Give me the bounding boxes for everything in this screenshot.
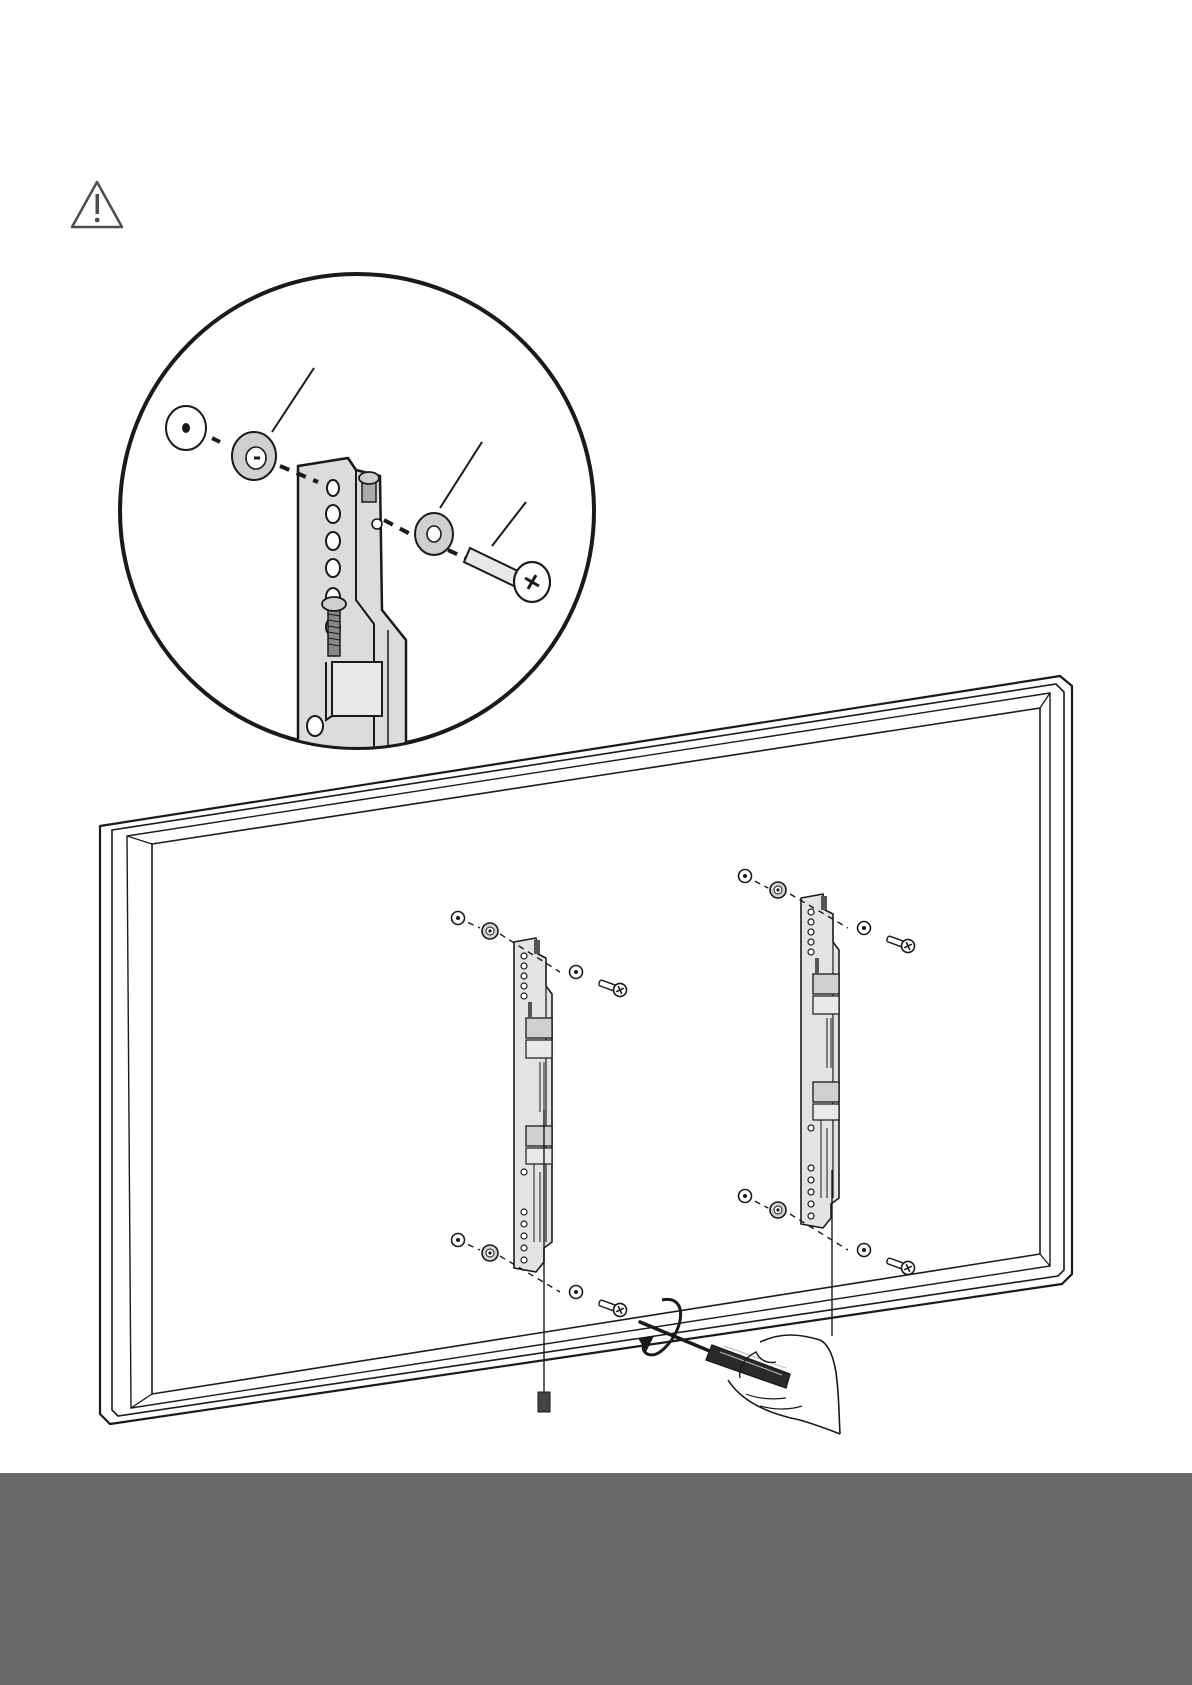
magnifier-detail-circle	[120, 274, 594, 760]
warning-triangle-icon	[72, 182, 122, 227]
footer-band	[0, 1473, 1192, 1685]
tv-rear-panel	[100, 676, 1072, 1424]
